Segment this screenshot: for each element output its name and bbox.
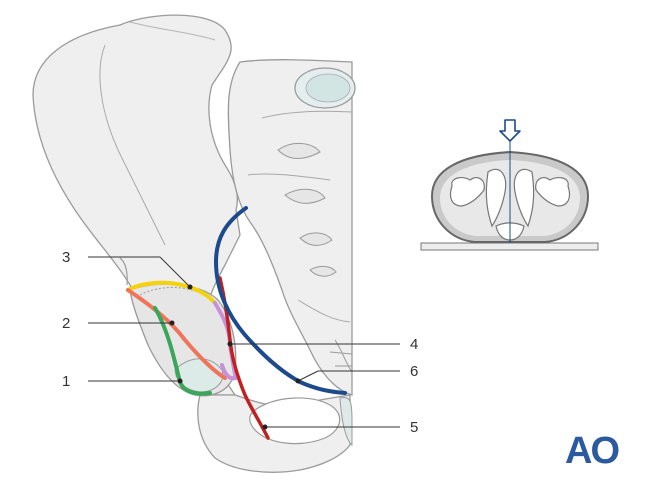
table-surface <box>421 243 598 250</box>
label-6: 6 <box>410 363 418 380</box>
hemipelvis-illustration <box>33 15 355 472</box>
dot-2 <box>170 321 175 326</box>
leader-6 <box>298 371 318 381</box>
obturator-foramen <box>250 398 340 444</box>
dot-5 <box>263 425 268 430</box>
dot-1 <box>178 379 183 384</box>
label-3: 3 <box>62 249 70 266</box>
sacrum <box>228 60 352 395</box>
label-2: 2 <box>62 315 70 332</box>
ao-logo: AO <box>565 430 618 472</box>
down-arrow-icon <box>500 120 520 141</box>
label-1: 1 <box>62 373 70 390</box>
label-4: 4 <box>410 336 418 353</box>
label-5: 5 <box>410 419 418 436</box>
axial-view-inset <box>421 120 598 250</box>
dot-4 <box>228 342 233 347</box>
dot-3 <box>188 285 193 290</box>
dot-6 <box>296 379 301 384</box>
vertebral-body-inner <box>306 74 350 102</box>
